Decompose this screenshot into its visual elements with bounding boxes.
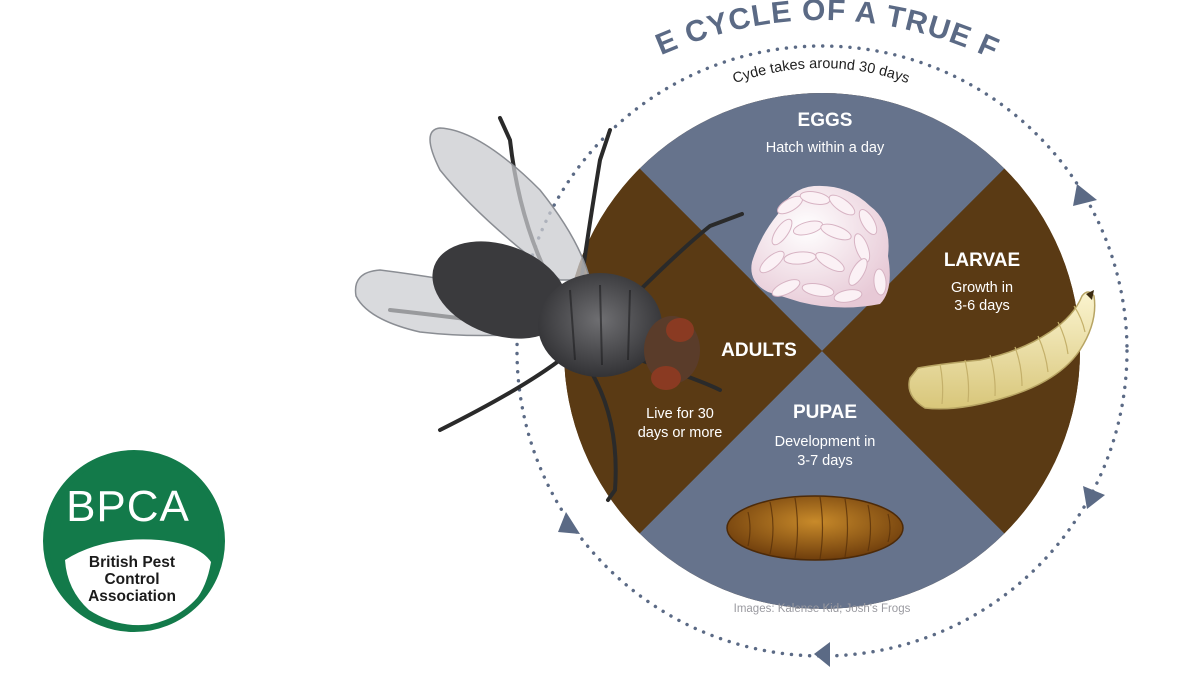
eggs-image [751, 185, 890, 308]
cycle-arrow-icon [814, 642, 830, 667]
pupae-sub-line2: 3-7 days [797, 453, 853, 469]
cycle-arrow-icon [1083, 486, 1105, 509]
bpca-full-name: British Pest Control Association [71, 554, 193, 605]
adults-sub-line2: days or more [638, 425, 723, 441]
pupa-image [726, 495, 904, 561]
bpca-name-line: British Pest [88, 554, 176, 571]
quadrant-larvae [822, 93, 1080, 609]
cycle-arrow-icon [558, 512, 580, 534]
fly-image [354, 116, 744, 502]
diagram-title: LIFE CYCLE OF A TRUE FLY [0, 0, 1004, 66]
bpca-name-line: Association [88, 588, 176, 605]
bpca-logo-mark [43, 450, 225, 632]
adults-sub-line1: Live for 30 [646, 406, 714, 422]
bpca-logo: BPCA British Pest Control Association [43, 450, 225, 632]
larvae-sub-line1: Growth in [951, 280, 1013, 296]
quadrant-pupae [564, 351, 1080, 609]
eggs-title: EGGS [798, 110, 853, 131]
cycle-ring [515, 44, 1129, 658]
pupae-sub-line1: Development in [775, 434, 876, 450]
cycle-note: Cyde takes around 30 days [731, 56, 912, 87]
larva-image [908, 290, 1096, 410]
bpca-acronym: BPCA [66, 482, 190, 531]
larvae-sub-line2: 3-6 days [954, 298, 1010, 314]
image-credit: Images: Kalense Kid; Josh's Frogs [734, 603, 911, 615]
pupae-title: PUPAE [793, 402, 857, 423]
eggs-sub: Hatch within a day [766, 140, 885, 156]
adults-title: ADULTS [721, 340, 797, 361]
larvae-title: LARVAE [944, 250, 1020, 271]
bpca-name-line: Control [104, 571, 160, 588]
cycle-arrow-icon [1073, 184, 1097, 206]
